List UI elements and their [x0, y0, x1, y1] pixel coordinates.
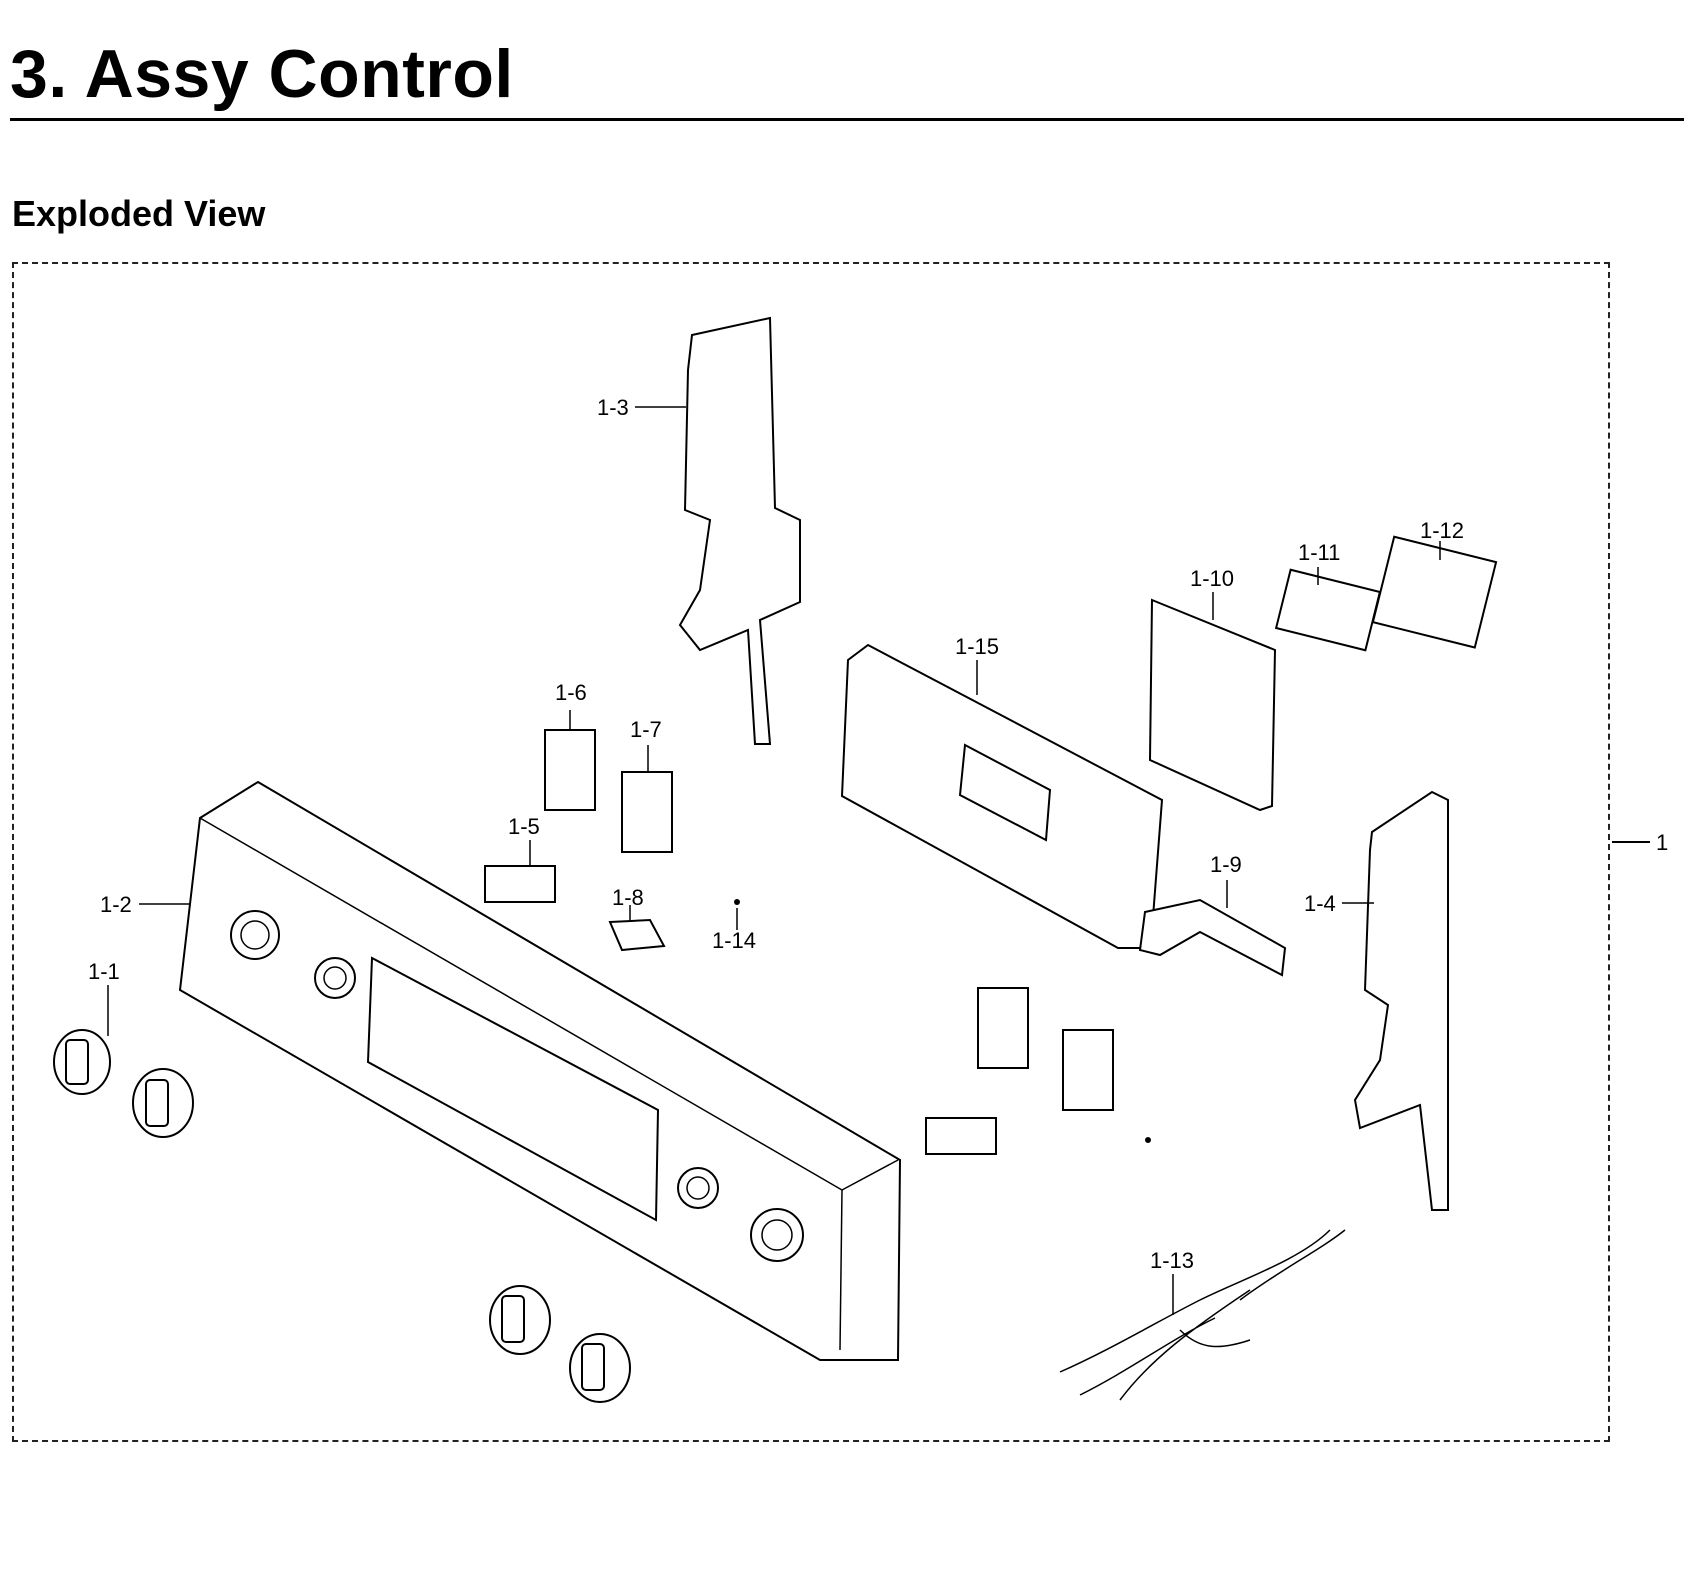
relay-block-upper [484, 865, 556, 903]
control-knobs [53, 1029, 631, 1403]
callout-1-3: 1-3 [597, 395, 629, 420]
section-subtitle: Exploded View [12, 193, 266, 234]
callout-1-7: 1-7 [630, 717, 662, 742]
pcb-holder [1148, 598, 1277, 812]
callout-1-8: 1-8 [612, 885, 644, 910]
callout-1-10: 1-10 [1190, 566, 1234, 591]
screw-part [734, 899, 740, 905]
callout-1-1: 1-1 [88, 959, 120, 984]
assembly-boundary [12, 262, 1610, 1442]
front-panel [178, 780, 902, 1361]
infinite-switches [544, 729, 1114, 1111]
callout-1-12: 1-12 [1420, 518, 1464, 543]
ribbon-cable [1138, 898, 1287, 977]
pcb-cover [1274, 568, 1382, 652]
assembly-callout: 1 [1656, 830, 1668, 855]
right-side-bracket [1353, 790, 1449, 1211]
callout-1-9: 1-9 [1210, 852, 1242, 877]
wire-harness [1059, 1229, 1346, 1401]
callout-1-2: 1-2 [100, 892, 132, 917]
page-title: 3. Assy Control [10, 36, 514, 112]
clip-part [608, 918, 666, 952]
callout-leaders [107, 406, 1441, 1315]
callout-1-5: 1-5 [508, 814, 540, 839]
callout-1-6: 1-6 [555, 680, 587, 705]
title-underline [10, 118, 1684, 121]
relay-block-lower [925, 1117, 997, 1155]
left-side-bracket [678, 316, 801, 745]
callout-1-15: 1-15 [955, 634, 999, 659]
control-pcb [1371, 535, 1498, 649]
callout-1-13: 1-13 [1150, 1248, 1194, 1273]
screw-part-second [1145, 1137, 1151, 1143]
callout-1-11: 1-11 [1298, 540, 1340, 565]
callout-1-14: 1-14 [712, 928, 756, 953]
callout-1-4: 1-4 [1304, 891, 1336, 916]
